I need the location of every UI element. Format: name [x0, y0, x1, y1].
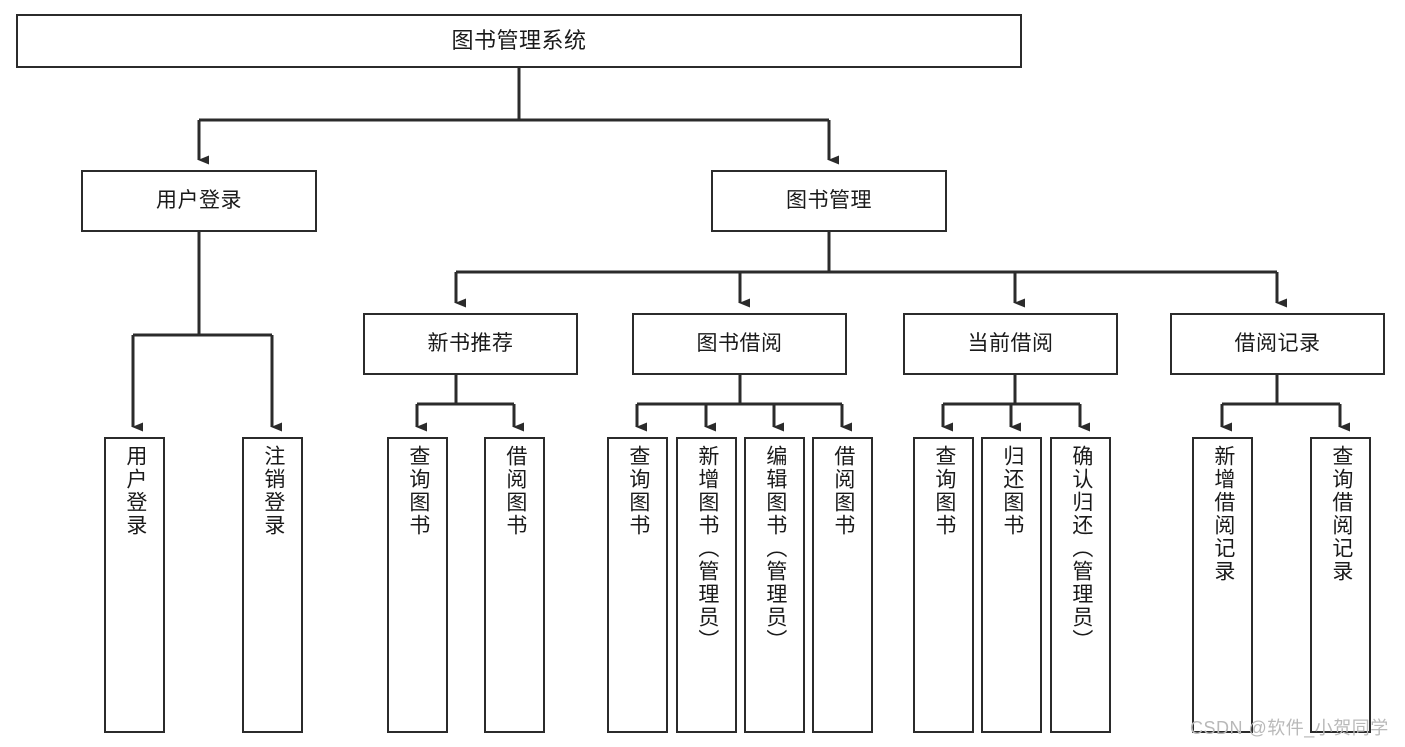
- leaf-add-book-admin[interactable]: 新增图书（管理员）: [676, 437, 737, 733]
- node-user-login[interactable]: 用户登录: [81, 170, 317, 232]
- node-label: 借阅记录: [1234, 331, 1321, 355]
- node-label: 注销登录: [261, 445, 285, 537]
- leaf-borrow-book-book-borrow[interactable]: 借阅图书: [812, 437, 873, 733]
- node-label: 归还图书: [1000, 445, 1024, 537]
- node-label: 图书管理: [786, 188, 872, 212]
- node-label: 图书管理系统: [451, 28, 587, 54]
- node-new-book-recommendation[interactable]: 新书推荐: [363, 313, 578, 375]
- node-label: 查询图书: [626, 445, 650, 537]
- leaf-return-book[interactable]: 归还图书: [981, 437, 1042, 733]
- leaf-user-login[interactable]: 用户登录: [104, 437, 165, 733]
- leaf-query-book-new-book-rec[interactable]: 查询图书: [387, 437, 448, 733]
- node-current-borrow[interactable]: 当前借阅: [903, 313, 1118, 375]
- node-label: 用户登录: [156, 188, 242, 212]
- node-label: 查询借阅记录: [1329, 445, 1353, 583]
- node-label: 新增图书（管理员）: [695, 445, 719, 652]
- node-label: 查询图书: [932, 445, 956, 537]
- leaf-query-book-current-borrow[interactable]: 查询图书: [913, 437, 974, 733]
- node-label: 图书借阅: [696, 331, 783, 355]
- node-root-book-management-system[interactable]: 图书管理系统: [16, 14, 1022, 68]
- leaf-query-borrow-record[interactable]: 查询借阅记录: [1310, 437, 1371, 733]
- node-borrow-record[interactable]: 借阅记录: [1170, 313, 1385, 375]
- node-book-borrow[interactable]: 图书借阅: [632, 313, 847, 375]
- node-label: 借阅图书: [831, 445, 855, 537]
- leaf-confirm-return-admin[interactable]: 确认归还（管理员）: [1050, 437, 1111, 733]
- node-label: 当前借阅: [967, 331, 1054, 355]
- leaf-edit-book-admin[interactable]: 编辑图书（管理员）: [744, 437, 805, 733]
- node-label: 编辑图书（管理员）: [763, 445, 787, 652]
- leaf-borrow-book-new-book-rec[interactable]: 借阅图书: [484, 437, 545, 733]
- node-label: 用户登录: [123, 445, 147, 537]
- node-label: 借阅图书: [503, 445, 527, 537]
- leaf-query-book-book-borrow[interactable]: 查询图书: [607, 437, 668, 733]
- node-label: 确认归还（管理员）: [1069, 445, 1093, 652]
- leaf-logout[interactable]: 注销登录: [242, 437, 303, 733]
- node-label: 查询图书: [406, 445, 430, 537]
- node-label: 新书推荐: [427, 331, 514, 355]
- node-label: 新增借阅记录: [1211, 445, 1235, 583]
- leaf-add-borrow-record[interactable]: 新增借阅记录: [1192, 437, 1253, 733]
- node-book-management[interactable]: 图书管理: [711, 170, 947, 232]
